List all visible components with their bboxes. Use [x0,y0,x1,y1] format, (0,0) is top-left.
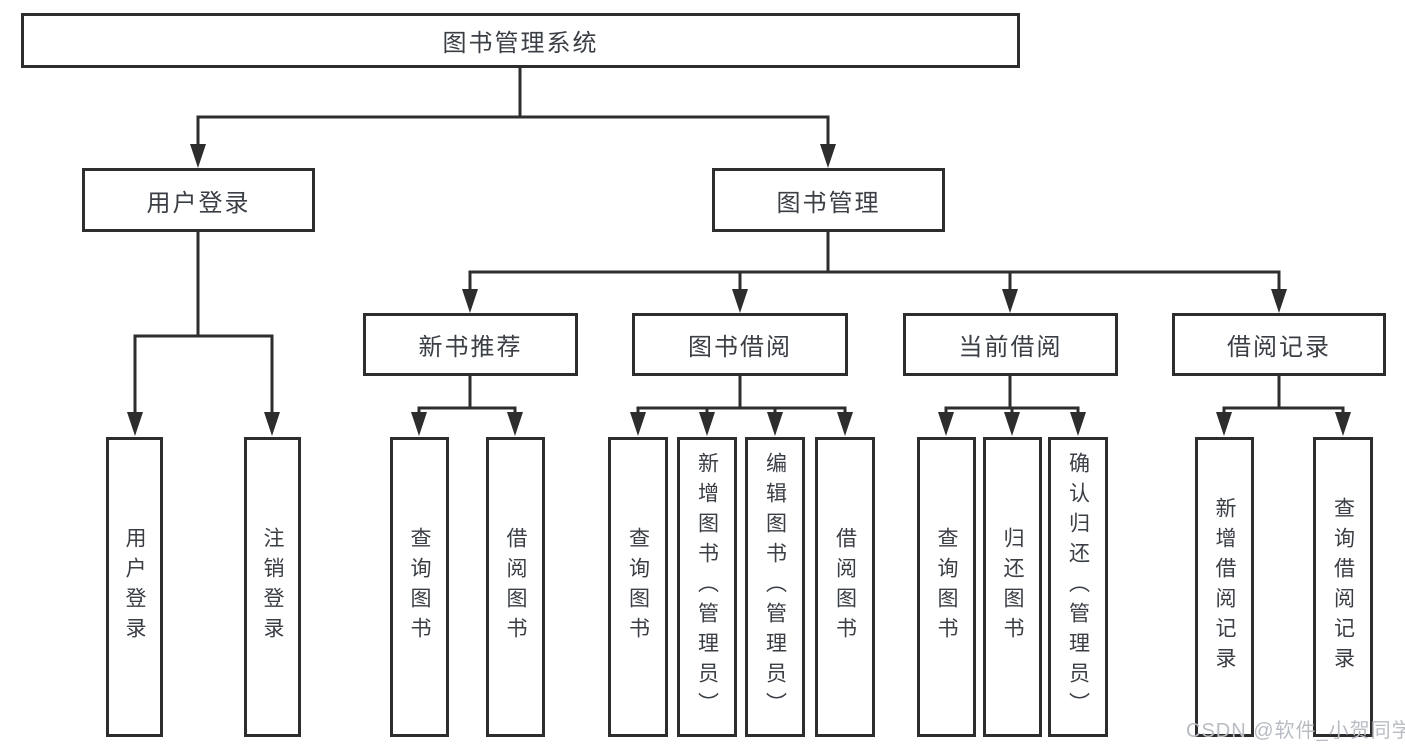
leaf-borrow-add-books-admin: 新增图书（管理员） [677,437,737,737]
node-library-system-label: 图书管理系统 [442,30,599,57]
leaf-borrow-query-books-label: 查询图书 [626,527,650,647]
connector-new-rail [417,406,517,414]
arrow-down-icon [938,412,954,436]
leaf-borrow-edit-books-admin: 编辑图书（管理员） [745,437,805,737]
arrow-down-icon [507,412,523,436]
leaf-current-query-books: 查询图书 [917,437,976,737]
leaf-current-confirm-return-admin: 确认归还（管理员） [1048,437,1108,737]
leaf-borrow-edit-books-admin-label: 编辑图书（管理员） [763,452,787,722]
leaf-newbook-borrow-books-label: 借阅图书 [504,527,527,647]
node-book-management-label: 图书管理 [776,189,881,217]
connector-l3-rail [468,270,1281,290]
leaf-borrow-borrow-books-label: 借阅图书 [833,527,857,647]
leaf-records-query-record: 查询借阅记录 [1313,437,1373,737]
arrow-down-icon [190,144,206,168]
leaf-current-query-books-label: 查询图书 [935,527,958,647]
node-book-borrow: 图书借阅 [632,313,848,376]
arrow-down-icon [1002,289,1018,313]
node-book-borrow-label: 图书借阅 [688,334,792,361]
leaf-records-add-record-label: 新增借阅记录 [1213,497,1236,677]
leaf-newbook-query-books: 查询图书 [390,437,449,737]
leaf-borrow-add-books-admin-label: 新增图书（管理员） [695,452,719,722]
leaf-current-return-books-label: 归还图书 [1001,527,1024,647]
leaf-user-login: 用户登录 [106,437,163,737]
arrow-down-icon [767,412,783,436]
arrow-down-icon [820,144,836,168]
node-user-login-label: 用户登录 [146,189,251,217]
arrow-down-icon [732,289,748,313]
arrow-down-icon [1335,412,1351,436]
node-borrow-records: 借阅记录 [1172,313,1386,376]
arrow-down-icon [699,412,715,436]
csdn-watermark: CSDN @软件_小贺同学 [1186,720,1405,742]
leaf-borrow-query-books: 查询图书 [608,437,668,737]
leaf-records-query-record-label: 查询借阅记录 [1331,497,1355,677]
node-borrow-records-label: 借阅记录 [1227,334,1331,361]
leaf-newbook-borrow-books: 借阅图书 [486,437,545,737]
leaf-logout-label: 注销登录 [261,527,284,647]
arrow-down-icon [1216,412,1232,436]
connector-lines [133,68,1345,414]
arrow-down-icon [1004,412,1020,436]
arrow-down-icon [837,412,853,436]
leaf-current-confirm-return-admin-label: 确认归还（管理员） [1066,452,1090,722]
leaf-records-add-record: 新增借阅记录 [1195,437,1254,737]
arrow-down-icon [264,412,280,436]
node-new-book-recommend: 新书推荐 [363,313,578,376]
leaf-user-login-label: 用户登录 [123,527,146,647]
connector-borrow-rail [636,406,847,414]
leaf-logout: 注销登录 [244,437,301,737]
node-book-management: 图书管理 [712,168,945,232]
leaf-current-return-books: 归还图书 [983,437,1042,737]
arrow-down-icon [1271,289,1287,313]
connector-records-rail [1222,406,1345,414]
arrow-down-icon [411,412,427,436]
arrow-down-icon [1070,412,1086,436]
arrow-down-icon [462,289,478,313]
node-library-system: 图书管理系统 [21,13,1020,68]
leaf-borrow-borrow-books: 借阅图书 [815,437,875,737]
arrowhead-icons [127,144,1351,436]
arrow-down-icon [630,412,646,436]
arrow-down-icon [127,412,143,436]
leaf-newbook-query-books-label: 查询图书 [408,527,431,647]
node-current-borrow-label: 当前借阅 [958,334,1063,361]
node-new-book-recommend-label: 新书推荐 [418,334,523,361]
connector-l2-rail [196,115,830,146]
connector-user-rail [133,334,274,413]
node-current-borrow: 当前借阅 [903,313,1118,376]
node-user-login: 用户登录 [82,168,315,232]
